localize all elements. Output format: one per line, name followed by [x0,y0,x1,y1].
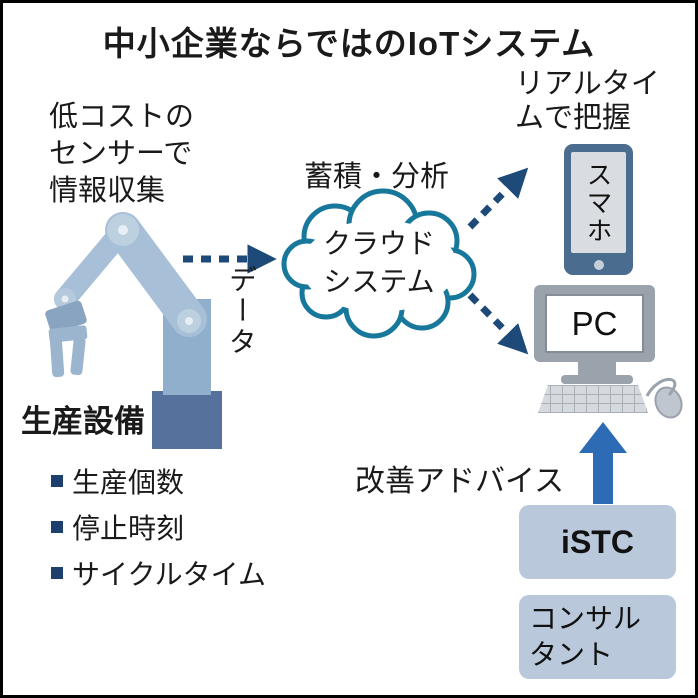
up-arrow-icon [579,422,627,504]
smartphone-icon: スマホ [564,144,633,275]
keyboard-icon [538,385,648,413]
monitor-stand [578,362,616,377]
square-bullet-icon [51,521,63,533]
dashed-arrow-to-pc [467,292,529,355]
metrics-list: 生産個数 停止時刻 サイクルタイム [51,458,266,596]
metric-item: 停止時刻 [51,504,266,550]
consultant-label: コンサル タント [529,603,642,670]
phone-label: スマホ [583,160,613,245]
desktop-pc-icon: PC [534,285,655,362]
metric-item: サイクルタイム [51,550,266,596]
pc-screen: PC [545,294,644,353]
dashed-arrow-to-phone [467,167,529,230]
square-bullet-icon [51,475,63,487]
advice-label: 改善アドバイス [355,465,565,498]
process-label: 蓄積・分析 [304,161,450,193]
metric-label: サイクルタイム [72,559,267,590]
monitor-base [561,375,633,384]
phone-home-button-icon [593,260,604,270]
data-label: データ [226,265,257,358]
istc-box: iSTC [519,505,676,579]
smartphone-screen: スマホ [571,152,626,253]
metric-label: 生産個数 [72,467,185,498]
realtime-note: リアルタイ ムで把握 [515,68,660,134]
equipment-label: 生産設備 [21,404,145,439]
cloud-label: クラウド システム [322,228,435,297]
page-title: 中小企業ならではのIoTシステム [102,25,596,62]
mouse-icon [649,381,688,424]
metric-label: 停止時刻 [72,513,185,544]
pc-label: PC [571,304,618,342]
square-bullet-icon [51,567,63,579]
istc-label: iSTC [561,523,634,560]
metric-item: 生産個数 [51,458,266,504]
consultant-box: コンサル タント [519,595,676,679]
sensor-note: 低コストの センサーで 情報収集 [49,101,195,207]
